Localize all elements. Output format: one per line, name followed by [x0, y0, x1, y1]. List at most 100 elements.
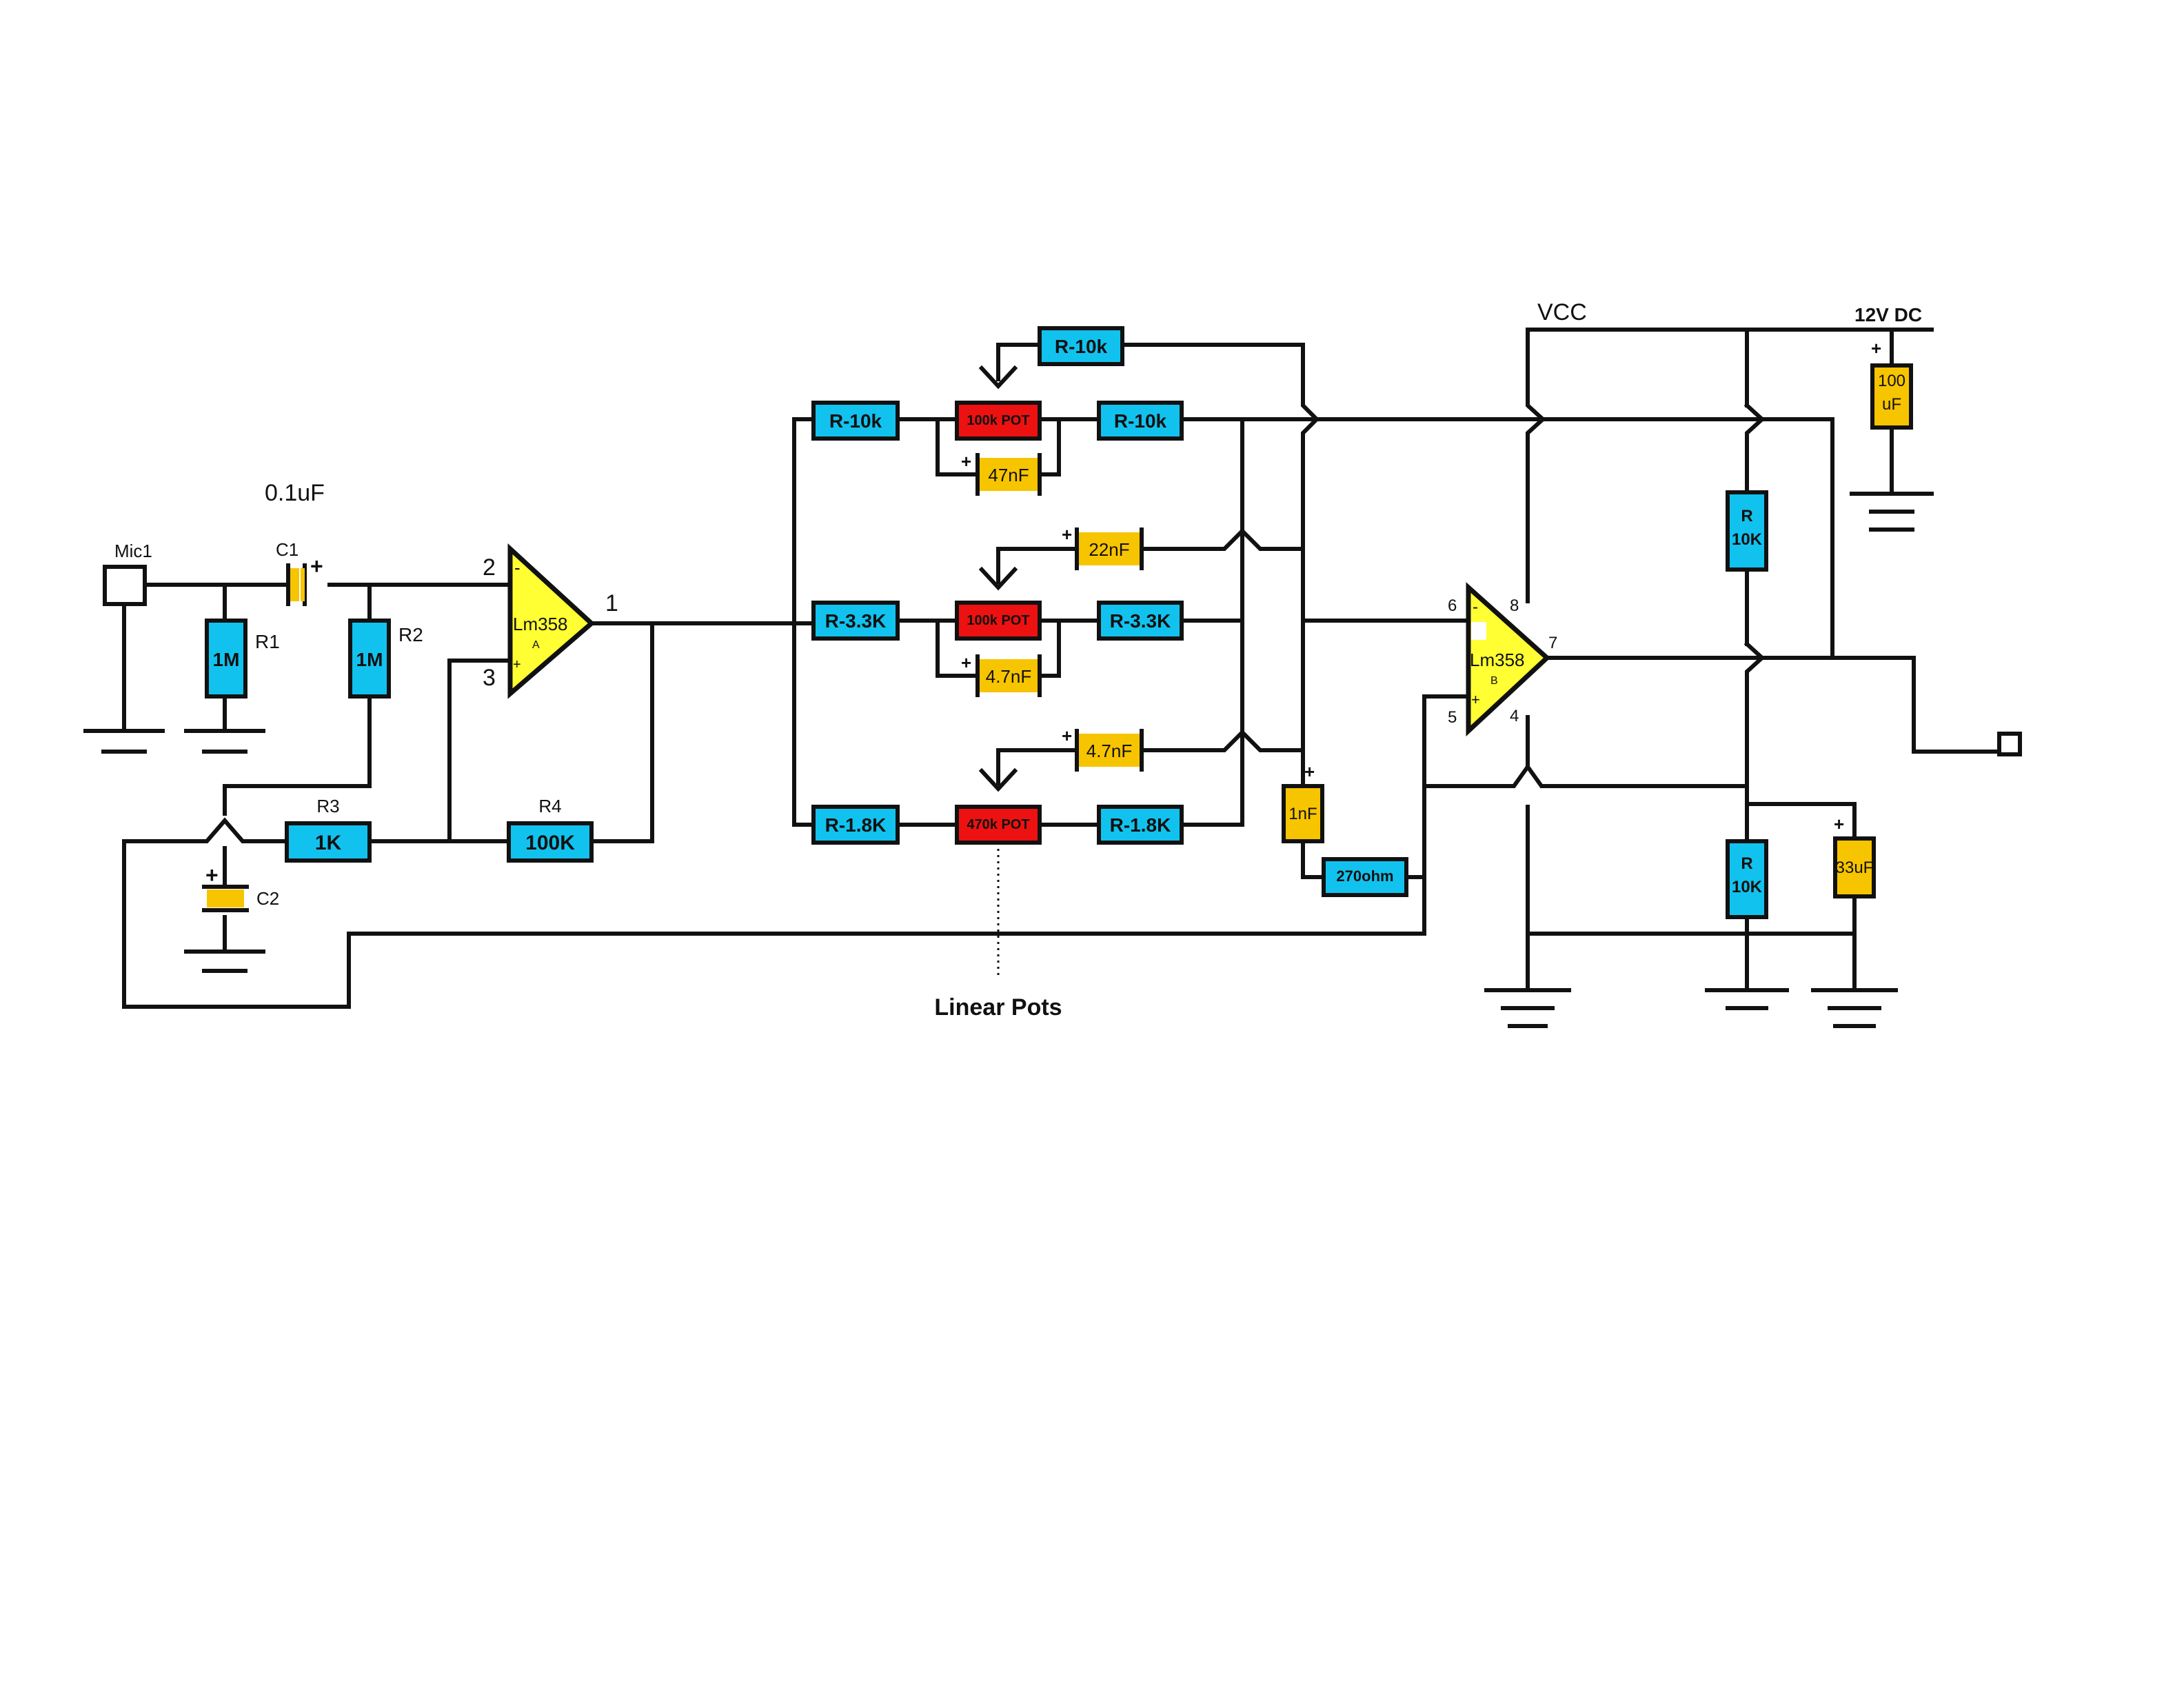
capacitor-100uf-value-line2: uF	[1882, 395, 1901, 414]
pin-3-label: 3	[483, 665, 496, 691]
resistor-r1	[205, 619, 247, 699]
pin-1-label: 1	[605, 590, 618, 616]
capacitor-1nf-plus: +	[1304, 761, 1315, 782]
resistor-bias-bottom-value-line1: R	[1741, 854, 1752, 873]
resistor-bias-top-value-line1: R	[1741, 507, 1752, 525]
ground-main	[1484, 988, 1571, 1028]
resistor-row3-right-value: R-1.8K	[1110, 814, 1171, 836]
ground-r1	[184, 729, 265, 754]
opamp-b	[1466, 582, 1551, 737]
r1-label: R1	[255, 631, 280, 652]
resistor-r1-value: 1M	[213, 649, 240, 670]
r3-label: R3	[316, 796, 339, 816]
resistor-row1-right	[1097, 401, 1184, 441]
vcc-label: VCC	[1537, 299, 1587, 325]
supply-label: 12V DC	[1854, 304, 1922, 325]
opamp-a-minus: -	[514, 557, 520, 578]
resistor-r4-value: 100K	[525, 832, 575, 854]
capacitor-row2	[975, 654, 1042, 697]
capacitor-row2-plus: +	[961, 652, 971, 673]
resistor-r2	[348, 619, 391, 699]
potentiometer-row1-value: 100k POT	[967, 413, 1029, 428]
capacitor-33uf-plus: +	[1834, 814, 1844, 834]
mic-input-box	[103, 565, 147, 606]
resistor-row3-right	[1097, 805, 1184, 845]
resistor-row3-left	[811, 805, 900, 845]
opamp-b-label: Lm358	[1470, 650, 1525, 670]
potentiometer-row3-value: 470k POT	[967, 817, 1029, 832]
pin-2-label: 2	[483, 554, 496, 581]
c2-label: C2	[256, 888, 279, 909]
pin-4-label: 4	[1510, 707, 1519, 725]
c1-plus-label: +	[310, 554, 323, 579]
potentiometer-row2	[955, 601, 1042, 641]
resistor-r3-value: 1K	[315, 832, 342, 854]
opamp-b-minus: -	[1473, 598, 1478, 616]
capacitor-1nf	[1282, 784, 1324, 843]
wiper-arrow-row1	[978, 365, 1018, 390]
output-terminal	[1997, 732, 2022, 756]
pin-5-label: 5	[1448, 708, 1457, 727]
resistor-r4	[507, 821, 594, 863]
pin-7-label: 7	[1548, 634, 1557, 652]
capacitor-row1	[975, 453, 1042, 496]
opamp-b-plus: +	[1471, 691, 1480, 708]
pin-6-label: 6	[1448, 596, 1457, 615]
wiper-arrow-row2	[978, 566, 1018, 591]
r4-label: R4	[538, 796, 561, 816]
resistor-row2-left-value: R-3.3K	[825, 610, 887, 632]
resistor-row1-left	[811, 401, 900, 441]
resistor-270ohm-value: 270ohm	[1336, 867, 1393, 885]
resistor-r2-value: 1M	[356, 649, 383, 670]
pin-8-label: 8	[1510, 596, 1519, 615]
capacitor-row3-top	[1075, 729, 1144, 772]
wires	[122, 328, 2001, 1009]
c1-label: C1	[276, 539, 299, 560]
r2-label: R2	[398, 624, 423, 645]
opamp-a-label: Lm358	[513, 614, 568, 634]
opamp-b-notch	[1471, 622, 1486, 640]
ground-100uf	[1850, 492, 1934, 532]
ground-33uf	[1811, 988, 1898, 1028]
opamp-b-unit: B	[1490, 675, 1498, 687]
c2-plus-label: +	[205, 863, 219, 887]
capacitor-c1	[286, 563, 307, 606]
capacitor-row2-top-value: 22nF	[1089, 539, 1129, 560]
capacitor-1nf-value: 1nF	[1288, 805, 1317, 823]
capacitor-100uf-plus: +	[1871, 338, 1881, 359]
capacitor-row2-top-plus: +	[1062, 524, 1072, 545]
ground-c2	[184, 950, 265, 973]
capacitor-row1-value: 47nF	[988, 465, 1029, 485]
capacitor-33uf-value: 33uF	[1836, 858, 1874, 877]
resistor-row2-right	[1097, 601, 1184, 641]
potentiometer-row1	[955, 401, 1042, 441]
opamp-a-unit: A	[532, 639, 540, 651]
resistor-bias-bottom	[1726, 839, 1768, 919]
opamp-a	[507, 543, 596, 699]
mic-label: Mic1	[114, 541, 152, 561]
resistor-bias-top-value-line2: 10K	[1732, 530, 1763, 549]
capacitor-row2-top	[1075, 528, 1144, 570]
potentiometer-row3	[955, 805, 1042, 845]
c1-value-label: 0.1uF	[265, 480, 325, 506]
capacitor-c2	[202, 885, 249, 912]
capacitor-100uf-value-line1: 100	[1878, 372, 1905, 390]
opamp-a-plus: +	[513, 657, 521, 672]
resistor-270ohm	[1322, 857, 1408, 897]
resistor-row2-left	[811, 601, 900, 641]
resistor-top-feedback-value: R-10k	[1055, 336, 1108, 357]
wiper-arrow-row3	[978, 767, 1018, 792]
ground-bias	[1705, 988, 1789, 1010]
capacitor-row3-top-value: 4.7nF	[1086, 741, 1133, 761]
resistor-bias-top	[1726, 490, 1768, 572]
resistor-r3	[285, 821, 372, 863]
potentiometer-row2-value: 100k POT	[967, 613, 1029, 628]
ground-mic	[83, 729, 165, 754]
resistor-bias-bottom-value-line2: 10K	[1732, 878, 1763, 896]
ground-symbols	[83, 492, 1934, 1028]
linear-pots-label: Linear Pots	[934, 994, 1062, 1021]
capacitor-row2-value: 4.7nF	[986, 666, 1032, 687]
capacitor-100uf	[1870, 363, 1913, 430]
capacitor-33uf	[1833, 836, 1876, 898]
